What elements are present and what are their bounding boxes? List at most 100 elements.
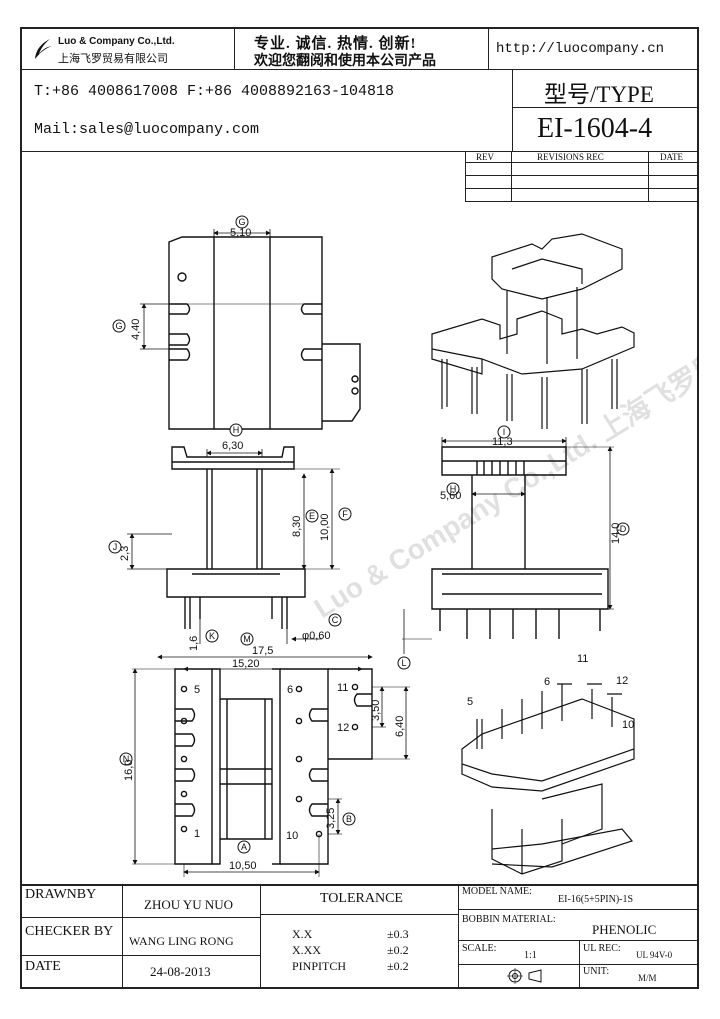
callout-i: I — [497, 425, 511, 439]
callout-g-left: G — [112, 319, 126, 333]
date-value: 24-08-2013 — [150, 964, 211, 979]
callouts: G G H J E F K C I H D M L N B A — [108, 215, 630, 854]
model-name-label: MODEL NAME: — [462, 886, 532, 897]
dim-pin-span: 6,40 — [394, 716, 406, 737]
tol-val-3: ±0.2 — [387, 959, 409, 973]
pin-6: 6 — [287, 684, 293, 696]
iso-view-top — [431, 233, 635, 429]
svg-text:K: K — [209, 631, 215, 641]
tol-val-2: ±0.2 — [387, 943, 409, 957]
callout-l: L — [397, 656, 411, 670]
unit-value: M/M — [638, 973, 657, 983]
callout-h: H — [229, 423, 243, 437]
tol-key-3: PINPITCH — [292, 959, 347, 973]
callout-k: K — [205, 629, 219, 643]
drawing-sheet: Luo & Company Co.,Ltd. 上海飞罗贸易有限公司 专业. 诚信… — [20, 27, 699, 989]
callout-j: J — [108, 540, 122, 554]
pin-1: 1 — [194, 828, 200, 840]
svg-text:C: C — [332, 615, 339, 625]
svg-text:E: E — [309, 511, 315, 521]
bobbin-value: PHENOLIC — [592, 922, 657, 937]
pin-5: 5 — [194, 684, 200, 696]
drawnby-label: DRAWNBY — [25, 887, 97, 902]
unit-label: UNIT: — [583, 966, 610, 977]
dim-g-width: 5,10 — [230, 227, 251, 239]
callout-b: B — [342, 812, 356, 826]
dim-f-height: 10,00 — [319, 513, 331, 541]
callout-h2: H — [446, 482, 460, 496]
ul-label: UL REC: — [583, 943, 621, 954]
callout-d: D — [616, 522, 630, 536]
ul-value: UL 94V-0 — [636, 950, 673, 960]
callout-c: C — [328, 613, 342, 627]
svg-text:G: G — [238, 217, 245, 227]
dim-h2-width: 5,60 — [440, 490, 461, 502]
svg-text:M: M — [243, 634, 251, 644]
svg-text:J: J — [113, 542, 118, 552]
tol-key-1: X.X — [292, 927, 313, 941]
date-col-header: DATE — [660, 152, 683, 162]
svg-text:G: G — [115, 321, 122, 331]
iso-pin-10: 10 — [622, 719, 634, 731]
dim-c-pin: φ0,60 — [302, 630, 331, 642]
rev-col-header: REV — [476, 152, 494, 162]
dimension-labels: 5,10 4,40 6,30 2,3 8,30 10,00 1,6 φ0,60 … — [119, 227, 622, 872]
iso-pin-5: 5 — [467, 696, 473, 708]
tolerance-label: TOLERANCE — [320, 891, 403, 906]
front-view — [127, 446, 340, 644]
scale-label: SCALE: — [462, 943, 497, 954]
company-name-en: Luo & Company Co.,Ltd. — [58, 36, 175, 47]
callout-n: N — [119, 752, 133, 766]
pin-numbers: 5 1 6 10 11 12 5 6 11 12 10 — [194, 653, 634, 842]
top-view — [140, 229, 361, 430]
date-label: DATE — [25, 959, 61, 974]
svg-text:A: A — [241, 842, 247, 852]
model-name-value: EI-16(5+5PIN)-1S — [558, 894, 634, 905]
phone-fax: T:+86 4008617008 F:+86 4008892163-104818 — [34, 83, 395, 100]
company-logo-icon — [32, 37, 54, 63]
iso-pin-11: 11 — [577, 653, 588, 665]
callout-f: F — [338, 507, 352, 521]
dim-i-width: 11,3 — [492, 436, 513, 448]
watermark: Luo & Company Co.,Ltd. 上海飞罗贸易有限公司 — [309, 272, 698, 624]
dim-e-height: 8,30 — [291, 516, 303, 537]
callout-e: E — [305, 509, 319, 523]
dim-m-width: 17,5 — [252, 645, 273, 657]
slogan: 专业. 诚信. 热情. 创新! — [254, 36, 417, 52]
svg-text:H: H — [233, 425, 240, 435]
mail-address: Mail:sales@luocompany.com — [34, 121, 260, 138]
callout-g-top: G — [235, 215, 249, 229]
svg-text:D: D — [620, 524, 627, 534]
dim-pin-pitch: 3,50 — [370, 700, 382, 721]
tol-key-2: X.XX — [292, 943, 321, 957]
bobbin-label: BOBBIN MATERIAL: — [462, 914, 556, 925]
callout-a: A — [237, 840, 251, 854]
dim-j-height: 2,3 — [119, 546, 131, 561]
website-link[interactable]: http://luocompany.cn — [496, 41, 665, 57]
svg-text:L: L — [401, 658, 406, 668]
dim-total-height: 14,0 — [610, 523, 622, 544]
iso-pin-6: 6 — [544, 676, 550, 688]
dim-n-height: 16,0 — [123, 760, 135, 781]
dim-k-label: 1,6 — [188, 636, 200, 651]
pin-12: 12 — [337, 722, 349, 734]
dim-b-gap: 3,25 — [325, 808, 337, 829]
pin-11: 11 — [337, 682, 348, 694]
model-number: EI-1604-4 — [537, 113, 653, 144]
svg-text:I: I — [503, 427, 506, 437]
iso-pin-12: 12 — [616, 675, 628, 687]
svg-text:F: F — [342, 509, 348, 519]
dim-a-width: 10,50 — [229, 860, 257, 872]
drawnby-value: ZHOU YU NUO — [144, 897, 234, 912]
type-label: 型号/TYPE — [544, 82, 654, 107]
company-name-cn: 上海飞罗贸易有限公司 — [58, 53, 168, 65]
dim-h-width: 6,30 — [222, 440, 243, 452]
side-view — [402, 437, 614, 654]
projection-symbol-icon — [507, 968, 547, 984]
pin-10: 10 — [286, 830, 298, 842]
checker-value: WANG LING RONG — [129, 934, 234, 948]
svg-text:B: B — [346, 814, 352, 824]
scale-value: 1:1 — [524, 950, 537, 961]
callout-m: M — [240, 632, 254, 646]
dim-g-height: 4,40 — [130, 319, 142, 340]
